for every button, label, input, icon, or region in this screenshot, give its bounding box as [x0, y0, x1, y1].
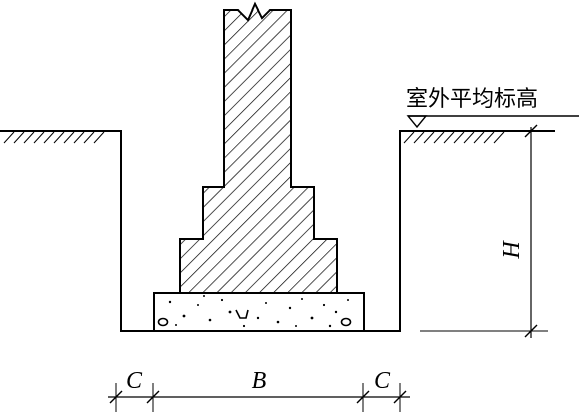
ground-hatch-left [3, 131, 105, 144]
concrete-pebbles [157, 309, 352, 327]
ground-hatch-right [403, 131, 505, 144]
wall-break-line [224, 1, 291, 22]
bottom-dim-ticks [109, 390, 407, 404]
b-dimension-label: B [252, 368, 267, 394]
h-dimension-label: H [499, 240, 525, 260]
grade-label: 室外平均标高 [406, 87, 538, 112]
concrete-bedding [153, 292, 365, 332]
h-tick-top [524, 124, 538, 138]
c-dimension-label-left: C [126, 368, 143, 394]
grade-level-triangle [406, 115, 428, 129]
concrete-aggregate [168, 295, 349, 328]
h-tick-bottom [524, 324, 538, 338]
c-dimension-label-right: C [374, 368, 391, 394]
stepped-foundation-wall [179, 1, 338, 294]
